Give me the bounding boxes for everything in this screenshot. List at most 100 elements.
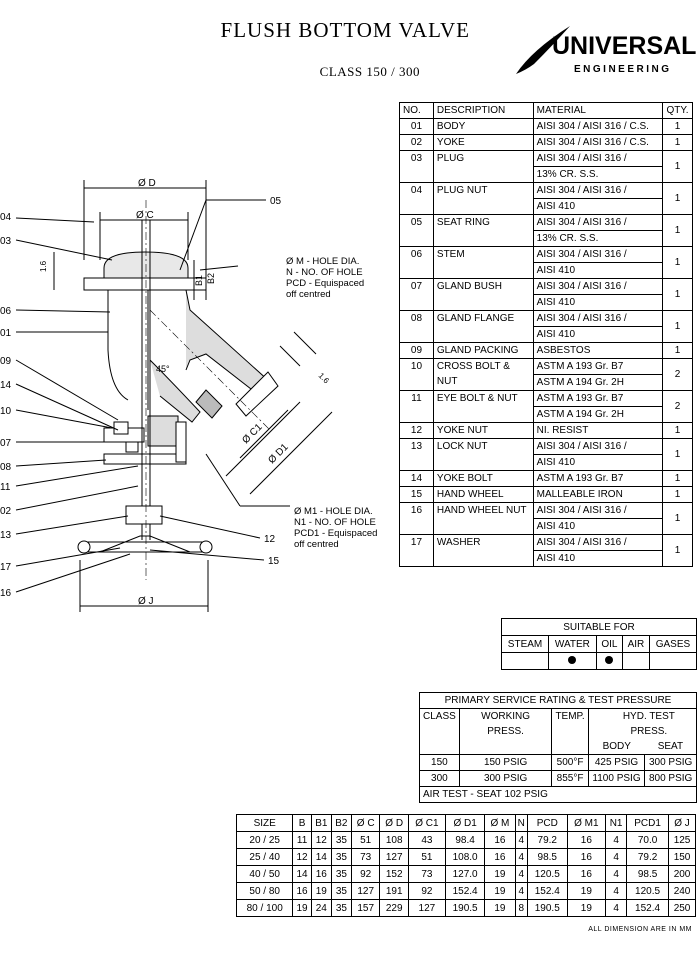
part-no: 14 (399, 470, 434, 487)
part-description: PLUG (432, 150, 534, 183)
dim-header: PCD1 (626, 814, 670, 832)
part-description-line: GLAND FLANGE (436, 313, 515, 324)
dim-header: Ø M (484, 814, 516, 832)
part-description: EYE BOLT & NUT (432, 390, 534, 423)
dim-cell: 14 (292, 865, 312, 883)
dim-cell: 127.0 (444, 865, 486, 883)
dim-c-label: Ø C (136, 210, 154, 221)
part-qty: 1 (662, 150, 693, 183)
drawing-subtitle: CLASS 150 / 300 (319, 64, 420, 79)
rating-working: 150 PSIG (458, 754, 553, 771)
dim-cell: 79.2 (527, 831, 568, 849)
dim-cell: 16 (484, 831, 516, 849)
rating-seat: 300 PSIG (644, 754, 697, 771)
callout-15: 15 (268, 556, 280, 567)
suitable-col: GASES (648, 635, 698, 653)
rating-cls: 300 (419, 770, 460, 787)
suitable-mark (622, 652, 650, 670)
dim-cell: 4 (605, 848, 628, 866)
rating-h-temp: TEMP. (551, 708, 589, 755)
part-material: 13% CR. S.S. (532, 230, 664, 247)
part-description-line: LOCK NUT (436, 441, 488, 452)
dim-cell: 35 (330, 899, 352, 917)
part-description: GLAND PACKING (432, 342, 534, 359)
dim-cell: 92 (350, 865, 381, 883)
part-description-line: CROSS BOLT & (436, 361, 510, 372)
logo-word-universal: UNIVERSAL (552, 32, 697, 60)
part-no: 06 (399, 246, 434, 279)
dim-cell: 152.4 (626, 899, 670, 917)
dim-cell: 152.4 (527, 882, 568, 900)
part-description-line: YOKE BOLT (436, 473, 493, 484)
dim-cell: 12 (310, 831, 332, 849)
air-test: AIR TEST - SEAT 102 PSIG (419, 786, 697, 803)
dim-cell: 73 (350, 848, 381, 866)
dim-cell: 250 (668, 899, 696, 917)
part-description-line: PLUG (436, 153, 465, 164)
dim-cell: 19 (566, 899, 607, 917)
callout-12: 12 (264, 534, 276, 545)
part-description: GLAND BUSH (432, 278, 534, 311)
callout-13: 13 (0, 530, 12, 541)
col-qty: QTY. (662, 102, 693, 119)
dim-header: N1 (605, 814, 628, 832)
note2-line4: off centred (294, 539, 339, 550)
part-description: WASHER (432, 534, 534, 567)
dim-header: SIZE (235, 814, 294, 832)
part-no: 08 (399, 310, 434, 343)
part-no: 12 (399, 422, 434, 439)
dim-cell: 25 / 40 (235, 848, 294, 866)
dim-cell: 12 (292, 848, 312, 866)
part-description-line: BODY (436, 121, 466, 132)
dim-d1-label: Ø D1 (266, 442, 291, 467)
dim-header: Ø C1 (407, 814, 446, 832)
callout-09: 09 (0, 356, 12, 367)
part-description-line: EYE BOLT & NUT (436, 393, 518, 404)
rating-working: 300 PSIG (458, 770, 553, 787)
company-logo: UNIVERSAL ENGINEERING (512, 20, 696, 80)
dim-c1-label: Ø C1 (240, 422, 265, 447)
dot-icon (605, 655, 614, 664)
dim-cell: 98.4 (444, 831, 486, 849)
part-description: YOKE NUT (432, 422, 534, 439)
part-material: AISI 410 (532, 262, 664, 279)
dim-cell: 70.0 (626, 831, 670, 849)
part-material: ASBESTOS (532, 342, 664, 359)
part-material: AISI 410 (532, 454, 664, 471)
part-description-line: STEM (436, 249, 465, 260)
dim-b2-label: B2 (206, 273, 216, 284)
part-material: ASTM A 194 Gr. 2H (532, 374, 664, 391)
dim-cell: 4 (605, 899, 628, 917)
part-material: AISI 304 / AISI 316 / (532, 214, 664, 231)
part-no: 10 (399, 358, 434, 391)
part-material: AISI 304 / AISI 316 / C.S. (532, 118, 664, 135)
rating-cls: 150 (419, 754, 460, 771)
part-material: AISI 304 / AISI 316 / (532, 438, 664, 455)
part-material: AISI 304 / AISI 316 / (532, 182, 664, 199)
dim-cell: 92 (407, 882, 446, 900)
part-material: ASTM A 193 Gr. B7 (532, 470, 664, 487)
part-no: 03 (399, 150, 434, 183)
col-no: NO. (399, 102, 434, 119)
part-material: NI. RESIST (532, 422, 664, 439)
dim-cell: 24 (310, 899, 332, 917)
dim-cell: 4 (605, 831, 628, 849)
callout-03: 03 (0, 236, 12, 247)
part-material: AISI 410 (532, 518, 664, 535)
callout-07: 07 (0, 438, 12, 449)
dim-header: Ø C (350, 814, 381, 832)
part-description: PLUG NUT (432, 182, 534, 215)
part-description-line: GLAND BUSH (436, 281, 502, 292)
part-description-line: SEAT RING (436, 217, 490, 228)
part-qty: 1 (662, 214, 693, 247)
part-no: 05 (399, 214, 434, 247)
part-qty: 1 (662, 182, 693, 215)
note1-line2: N - NO. OF HOLE (286, 267, 363, 278)
dim-cell: 98.5 (527, 848, 568, 866)
